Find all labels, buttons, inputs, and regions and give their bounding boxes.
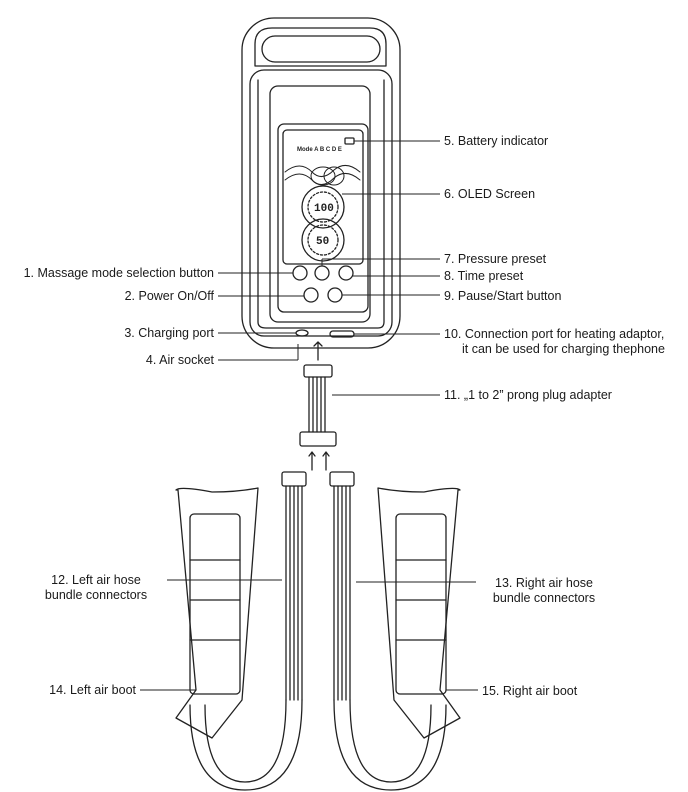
battery-icon xyxy=(344,137,355,145)
mode-button[interactable] xyxy=(292,265,308,281)
button-cluster xyxy=(292,265,354,303)
connection-port-label-line2: it can be used for charging thephone xyxy=(462,342,665,356)
leader-lines xyxy=(140,140,478,691)
right-boot-label: 15. Right air boot xyxy=(482,684,578,698)
time-preset-label: 8. Time preset xyxy=(444,269,524,283)
left-hose-label-line1: 12. Left air hose xyxy=(51,573,141,587)
left-hose-label-line2: bundle connectors xyxy=(44,588,148,602)
pressure-button[interactable] xyxy=(314,265,330,281)
pause-start-label: 9. Pause/Start button xyxy=(444,289,562,303)
charging-port xyxy=(295,329,309,337)
charging-port-label: 3. Charging port xyxy=(124,326,214,340)
screen-mode-text: Mode A B C D E xyxy=(297,147,342,153)
left-plug-arrow xyxy=(308,451,316,471)
right-hose-label-line2: bundle connectors xyxy=(492,591,596,605)
right-plug-arrow xyxy=(322,451,330,471)
pressure-preset-label: 7. Pressure preset xyxy=(444,252,547,266)
right-air-boot xyxy=(377,487,461,739)
prong-adapter xyxy=(299,364,337,447)
left-air-boot xyxy=(175,487,259,739)
right-hose-label-line1: 13. Right air hose xyxy=(495,576,593,590)
mode-button-label: 1. Massage mode selection button xyxy=(23,266,214,280)
pause-start-button[interactable] xyxy=(327,287,343,303)
connection-port-label-line1: 10. Connection port for heating adaptor, xyxy=(444,327,665,341)
battery-indicator-label: 5. Battery indicator xyxy=(444,134,549,148)
air-socket-label: 4. Air socket xyxy=(145,353,214,367)
left-boot-label: 14. Left air boot xyxy=(49,683,136,697)
right-hose-bundle xyxy=(329,471,447,791)
screen-pressure-value: 100 xyxy=(314,203,334,215)
power-button[interactable] xyxy=(303,287,319,303)
screen-time-value: 50 xyxy=(316,236,329,248)
oled-screen-label: 6. OLED Screen xyxy=(444,187,536,201)
time-button[interactable] xyxy=(338,265,354,281)
left-hose-bundle xyxy=(189,471,307,791)
oled-screen-graphic xyxy=(284,165,361,262)
air-socket-arrow xyxy=(313,341,323,361)
control-unit xyxy=(241,17,401,349)
adapter-label: 11. „1 to 2” prong plug adapter xyxy=(444,388,612,402)
power-label: 2. Power On/Off xyxy=(124,289,214,303)
